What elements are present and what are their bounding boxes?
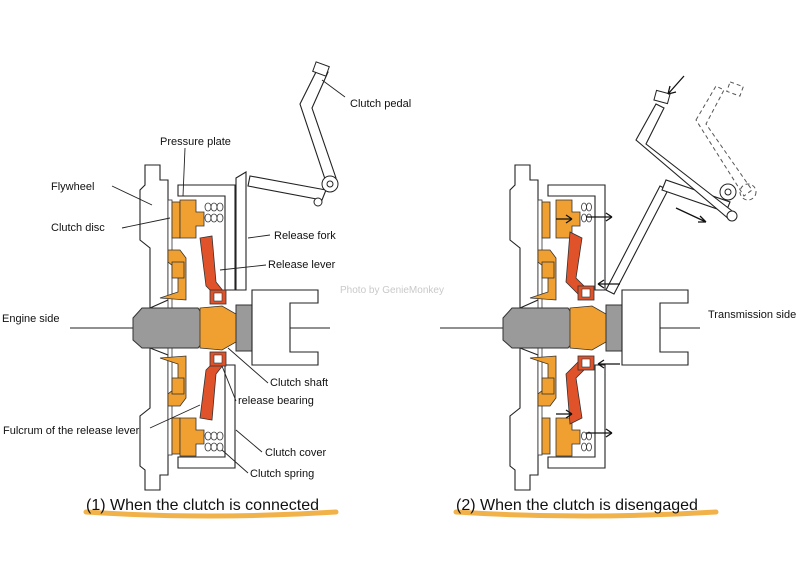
label-clutch-disc: Clutch disc: [51, 222, 105, 234]
right-transmission-housing: [621, 289, 689, 366]
right-caption: (2) When the clutch is disengaged: [456, 497, 698, 514]
label-clutch-cover: Clutch cover: [265, 447, 326, 459]
label-engine-side: Engine side: [2, 313, 60, 325]
right-damper-bottom: [541, 377, 555, 395]
right-ghost-pedal-pad: [726, 81, 744, 97]
right-release-fork: [605, 185, 669, 295]
left-facing-top: [171, 201, 181, 239]
right-clutch-assembly: [440, 81, 757, 491]
right-clutch-spring-top: [581, 202, 592, 223]
right-facing-top: [541, 201, 551, 239]
left-release-lever-top: [199, 235, 225, 297]
right-cover-top: [547, 184, 606, 291]
left-crankshaft: [132, 307, 206, 349]
right-ghost-pedal-arm: [695, 85, 753, 197]
left-leader-lines: [111, 79, 346, 474]
right-caption-underline: [453, 509, 719, 519]
right-shaft-hub: [569, 305, 611, 351]
label-release-lever: Release lever: [268, 259, 336, 271]
left-release-fork: [235, 171, 247, 291]
watermark: Photo by GenieMonkey: [340, 285, 444, 296]
left-pressure-plate-bottom: [179, 417, 205, 457]
left-caption-underline: [83, 509, 339, 519]
left-shaft-hub: [199, 305, 241, 351]
left-flywheel-bottom: [139, 347, 169, 491]
label-flywheel: Flywheel: [51, 181, 94, 193]
left-clutch-spring-top: [204, 202, 224, 223]
right-flywheel-top: [509, 164, 539, 309]
left-damper-top: [171, 261, 185, 279]
label-clutch-pedal: Clutch pedal: [350, 98, 411, 110]
left-pedal-rod: [247, 175, 327, 201]
right-motion-arrows: [556, 75, 707, 438]
label-pressure-plate: Pressure plate: [160, 136, 231, 148]
left-caption: (1) When the clutch is connected: [86, 497, 319, 514]
left-pedal-arm: [299, 67, 337, 183]
label-clutch-shaft: Clutch shaft: [270, 377, 328, 389]
left-pressure-plate-top: [179, 199, 205, 239]
left-clutch-spring-bottom: [204, 431, 224, 452]
right-clutch-spring-bottom: [581, 431, 592, 452]
right-pressure-plate-bottom: [555, 417, 581, 457]
label-release-fork: Release fork: [274, 230, 336, 242]
right-damper-top: [541, 261, 555, 279]
label-fulcrum: Fulcrum of the release lever: [3, 425, 140, 437]
left-facing-bottom: [171, 417, 181, 455]
left-damper-bottom: [171, 377, 185, 395]
right-facing-bottom: [541, 417, 551, 455]
right-flywheel-bottom: [509, 347, 539, 491]
label-transmission-side: Transmission side: [708, 309, 796, 321]
right-cover-bottom: [547, 364, 606, 469]
left-pedal-pad: [312, 61, 330, 77]
label-clutch-spring: Clutch spring: [250, 468, 314, 480]
right-crankshaft: [502, 307, 576, 349]
left-release-lever-bottom: [199, 359, 225, 421]
label-release-bearing: release bearing: [238, 395, 314, 407]
left-clutch-assembly: [70, 61, 339, 491]
left-flywheel-top: [139, 164, 169, 309]
right-pedal-pad: [653, 89, 671, 105]
left-transmission-housing: [251, 289, 319, 366]
